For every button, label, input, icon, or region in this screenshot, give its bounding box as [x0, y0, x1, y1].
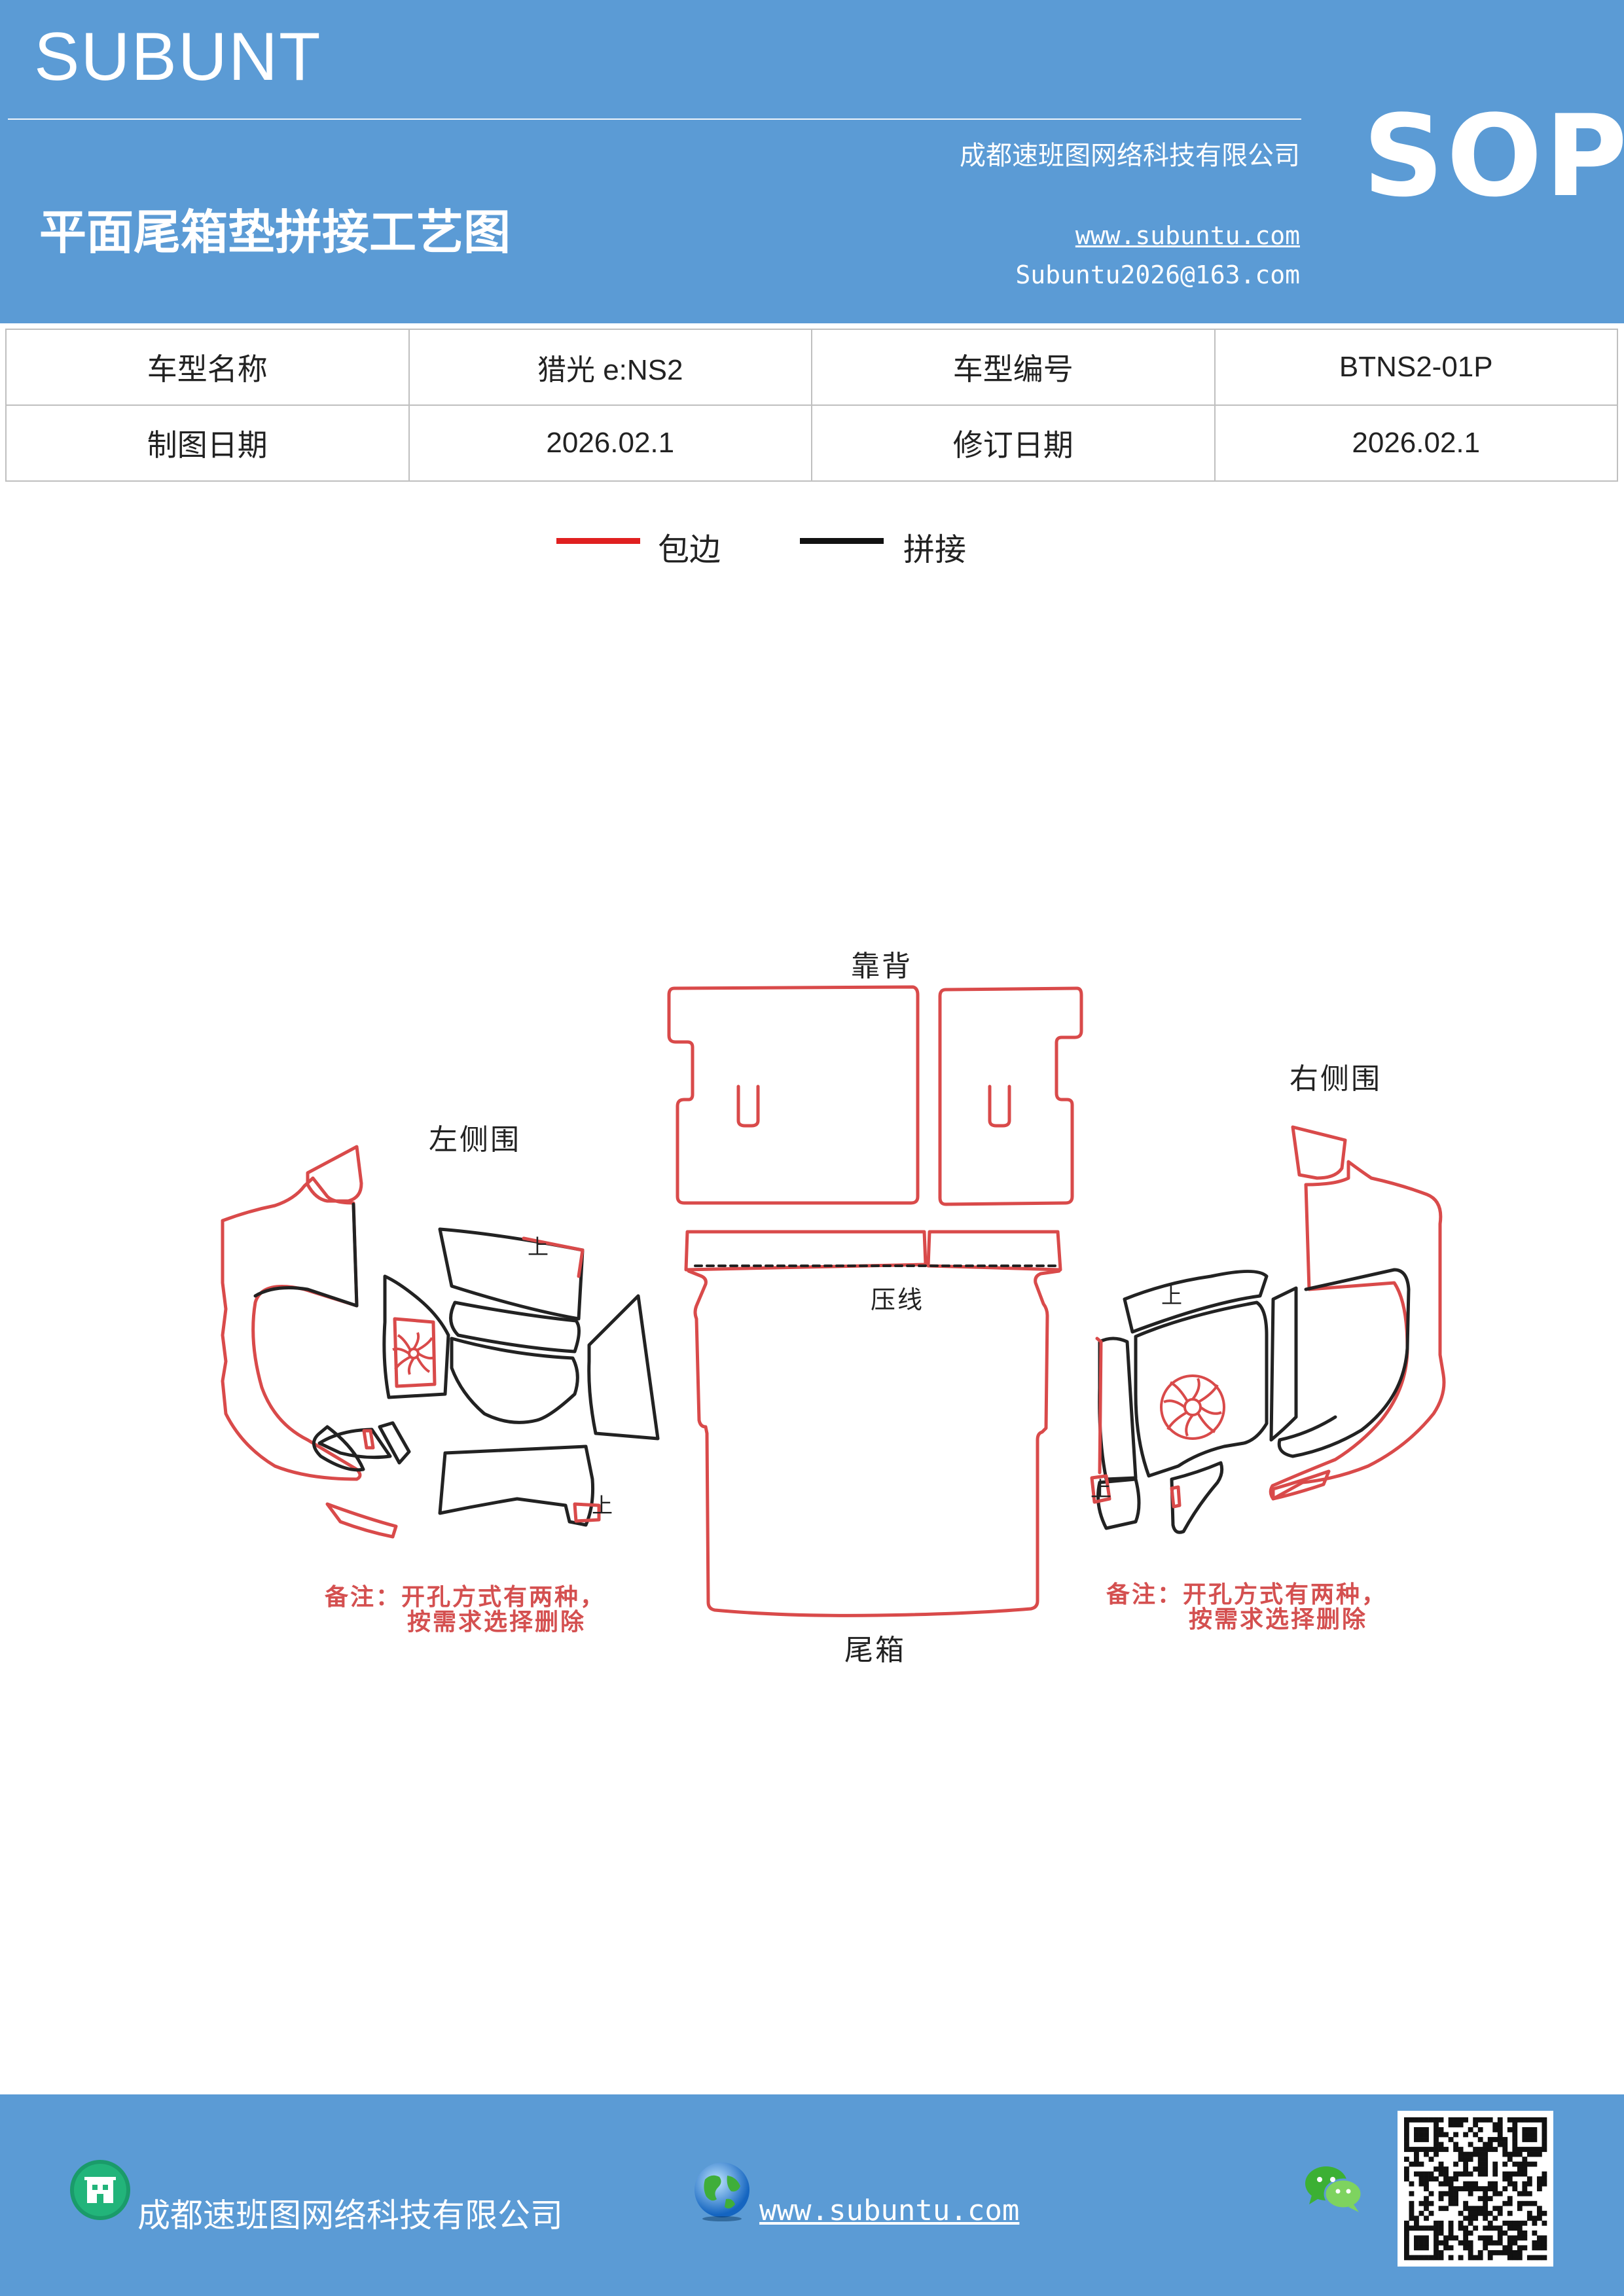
right-fan-panel [1134, 1300, 1269, 1478]
model-code-label: 车型编号 [811, 329, 1216, 406]
left-upper-trapezoid [438, 1227, 585, 1321]
backrest-right-notch [988, 1085, 1011, 1128]
right-left-strip-red [1095, 1336, 1103, 1475]
header-email: Subuntu2026@163.com [1015, 260, 1300, 289]
left-upper-red-tab [522, 1236, 585, 1278]
note-right: 备注：开孔方式有两种， 按需求选择删除 [1106, 1583, 1387, 1632]
header-banner [0, 0, 1624, 323]
right-fan-icon [1160, 1374, 1225, 1440]
building-icon [70, 2160, 130, 2220]
right-left-strip [1098, 1336, 1138, 1481]
left-fan-icon [392, 1332, 435, 1375]
right-upper-trapezoid [1123, 1270, 1269, 1334]
page-title: 平面尾箱垫拼接工艺图 [39, 205, 511, 260]
globe-icon [695, 2162, 749, 2221]
model-name-value: 猎光 e:NS2 [408, 329, 812, 406]
left-bottom-trapezoid [438, 1444, 595, 1527]
header-company: 成都速班图网络科技有限公司 [960, 141, 1300, 171]
left-fan-panel [382, 1274, 450, 1399]
trunk-panel [684, 1230, 1062, 1617]
left-lower-arc [312, 1425, 365, 1472]
note-right-line-2: 按需求选择删除 [1189, 1606, 1368, 1633]
right-side-panels [1090, 1125, 1446, 1534]
up-mark-right-top: 上 [1161, 1283, 1185, 1308]
revision-date-value: 2026.02.1 [1214, 404, 1618, 482]
up-mark-left-bottom: 上 [592, 1493, 615, 1518]
trunk-top-strip-right [926, 1230, 1062, 1272]
left-middle-bar-1 [449, 1300, 581, 1354]
table-row: 制图日期 2026.02.1 修订日期 2026.02.1 [5, 404, 1618, 482]
trunk-top-strip-left [684, 1230, 928, 1272]
backrest-label: 靠背 [851, 950, 912, 983]
brand-name: SUBUNT [34, 19, 322, 95]
up-mark-right-bottom: 上 [1091, 1477, 1114, 1501]
press-line-label: 压线 [871, 1285, 925, 1314]
note-left: 备注：开孔方式有两种， 按需求选择删除 [325, 1585, 605, 1635]
left-bottom-red-tab [573, 1502, 601, 1523]
left-fan-cutout [393, 1317, 437, 1388]
legend-swatch-edge [556, 538, 640, 544]
trunk-label: 尾箱 [844, 1634, 906, 1667]
header-divider [8, 118, 1301, 120]
left-top-tab [306, 1145, 363, 1203]
revision-date-label: 修订日期 [811, 404, 1216, 482]
backrest-right-panel [938, 986, 1083, 1206]
left-inner-splice [253, 1202, 359, 1308]
right-bottom-notch [1096, 1477, 1141, 1530]
right-inner-splice [1277, 1268, 1411, 1458]
note-right-line-1: 备注：开孔方式有两种， [1106, 1581, 1388, 1608]
footer-website-link[interactable]: www.subuntu.com [759, 2194, 1020, 2227]
up-mark-left-top: 上 [528, 1234, 551, 1259]
right-narrow-strip [1269, 1286, 1298, 1442]
backrest-left-notch [736, 1085, 760, 1128]
left-right-triangle [587, 1294, 660, 1441]
backrest-left-panel [667, 985, 920, 1205]
left-small-red-mark [362, 1429, 375, 1450]
footer-company: 成都速班图网络科技有限公司 [137, 2197, 563, 2234]
right-side-label: 右侧围 [1290, 1062, 1382, 1096]
table-row: 车型名称 猎光 e:NS2 车型编号 BTNS2-01P [5, 329, 1618, 406]
legend-swatch-splice [800, 538, 884, 544]
trunk-floor [687, 1269, 1061, 1617]
left-bottom-tab [325, 1502, 398, 1539]
left-middle-curve [450, 1336, 579, 1424]
draw-date-value: 2026.02.1 [408, 404, 812, 482]
left-side-panels [221, 1145, 660, 1539]
right-bottom-notch-red [1090, 1474, 1111, 1504]
note-left-line-1: 备注：开孔方式有两种， [325, 1584, 606, 1611]
model-code-value: BTNS2-01P [1214, 329, 1618, 406]
left-small-flap-2 [378, 1421, 411, 1465]
header-website-link[interactable]: www.subuntu.com [1075, 221, 1300, 250]
wechat-icon [1305, 2166, 1363, 2212]
legend-label-edge: 包边 [658, 531, 721, 568]
right-top-tab [1291, 1125, 1347, 1180]
right-bottom-red-tab [1271, 1469, 1331, 1501]
backrest-panels [667, 985, 1083, 1206]
qr-code[interactable] [1398, 2111, 1553, 2267]
model-name-label: 车型名称 [5, 329, 410, 406]
left-side-label: 左侧围 [429, 1123, 521, 1157]
note-left-line-2: 按需求选择删除 [407, 1609, 586, 1636]
right-bottom-hook [1170, 1461, 1224, 1534]
legend-label-splice: 拼接 [903, 531, 967, 568]
draw-date-label: 制图日期 [5, 404, 410, 482]
vehicle-info-table: 车型名称 猎光 e:NS2 车型编号 BTNS2-01P 制图日期 2026.0… [5, 329, 1618, 482]
left-small-flap-1 [317, 1427, 392, 1460]
sop-badge: SOP [1363, 90, 1624, 222]
right-bottom-hook-red [1170, 1485, 1182, 1509]
left-outer-panel [221, 1176, 362, 1481]
